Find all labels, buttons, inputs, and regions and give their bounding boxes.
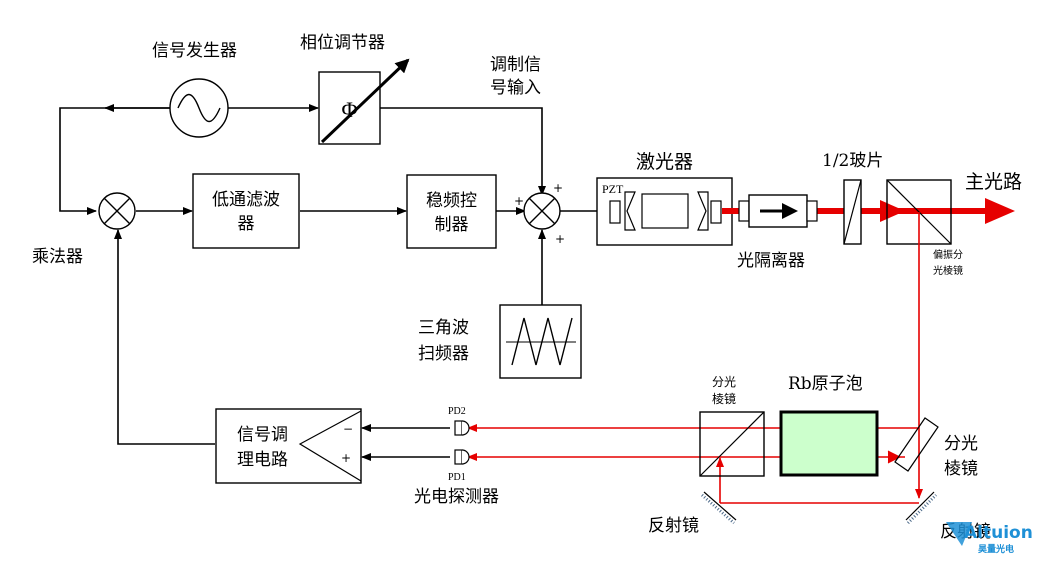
triangle-label-2: 扫频器 [418, 344, 469, 364]
rb-cell: Rb原子泡 [779, 374, 879, 477]
phase-adjuster-label: 相位调节器 [300, 33, 385, 53]
laser-mirror-right [697, 191, 709, 231]
pd1-label: PD1 [448, 472, 466, 483]
laser-gain-medium [641, 193, 689, 229]
lowpass-label-2: 器 [238, 214, 255, 234]
splitter-left-label-2: 棱镜 [712, 391, 736, 406]
signal-conditioning: − + 信号调 理电路 [215, 408, 362, 484]
laser-output-element [710, 200, 722, 224]
beam-arrow-mid [880, 200, 905, 222]
multiplier-label: 乘法器 [32, 247, 83, 267]
splitter-left-label-1: 分光 [712, 375, 736, 389]
pzt-label: PZT [602, 182, 624, 196]
freq-ctrl-label-2: 制器 [435, 215, 469, 235]
watermark-sub: 昊量光电 [978, 543, 1014, 555]
isolator-label: 光隔离器 [737, 251, 805, 271]
mirror-left: 反射镜 [648, 491, 737, 536]
multiplier-node: 乘法器 [32, 192, 136, 267]
half-wave-label: 1/2玻片 [822, 151, 883, 171]
triangle-wave-icon [511, 317, 573, 366]
signal-cond-label-2: 理电路 [237, 450, 288, 470]
sum-plus-left: + [514, 194, 524, 208]
signal-generator-label: 信号发生器 [152, 41, 237, 61]
isolator-arrow-icon [782, 203, 798, 219]
beam-splitter-left: 分光 棱镜 [699, 375, 765, 477]
rb-cell-label: Rb原子泡 [788, 374, 863, 394]
pbs-label-1: 偏振分 [933, 248, 963, 261]
main-beam-label: 主光路 [965, 171, 1022, 193]
sine-wave-icon [177, 93, 221, 123]
pd2-label: PD2 [448, 406, 466, 417]
phase-adjuster: Φ 相位调节器 [300, 33, 410, 145]
mod-input-label-2: 号输入 [490, 78, 541, 98]
watermark-brand: Altuion [964, 523, 1033, 543]
opamp-plus: + [341, 451, 351, 465]
triangle-sweeper: 三角波 扫频器 [418, 304, 582, 379]
pbs-label-2: 光棱镜 [933, 264, 963, 277]
beam-splitter-right: 分光 棱镜 [894, 417, 978, 479]
adjust-arrow-icon [320, 58, 410, 144]
sum-plus-bottom: + [555, 232, 565, 246]
photodetector-pd2: PD2 [448, 406, 470, 436]
freq-controller: 稳频控 制器 [406, 174, 497, 249]
polarizing-beam-splitter: 偏振分 光棱镜 [886, 179, 963, 277]
laser: 激光器 PZT [596, 151, 733, 246]
mod-input-label-1: 调制信 [490, 55, 541, 75]
multiply-icon [103, 197, 131, 225]
photodetector-label: 光电探测器 [414, 487, 499, 507]
signal-cond-label-1: 信号调 [237, 425, 288, 445]
brand-mark-icon [946, 522, 972, 546]
electronic-wiring [59, 104, 609, 461]
photodetector-pd1: PD1 [448, 449, 470, 483]
splitter-right-label-1: 分光 [944, 434, 978, 454]
op-amp-icon [298, 410, 362, 482]
summing-node: + + + [514, 181, 565, 246]
watermark-logo: Altuion 昊量光电 [946, 522, 1033, 555]
signal-generator: 信号发生器 [152, 41, 237, 138]
laser-label: 激光器 [636, 151, 693, 173]
beam-arrow-splitter [887, 450, 902, 464]
sum-icon [528, 197, 556, 225]
pzt-element [609, 200, 621, 224]
mirror-left-label: 反射镜 [648, 516, 699, 536]
laser-mirror-left [624, 191, 636, 231]
opamp-minus: − [343, 422, 353, 436]
main-beam-arrowhead [985, 198, 1015, 224]
splitter-right-label-2: 棱镜 [944, 459, 978, 479]
phase-symbol: Φ [341, 97, 357, 122]
lowpass-filter: 低通滤波 器 [192, 173, 300, 249]
sum-plus-top: + [553, 181, 563, 195]
optical-isolator: 光隔离器 [737, 194, 818, 271]
half-wave-plate: 1/2玻片 [822, 151, 883, 245]
lowpass-label-1: 低通滤波 [212, 190, 280, 210]
triangle-label-1: 三角波 [418, 318, 469, 338]
freq-ctrl-label-1: 稳频控 [426, 191, 477, 211]
